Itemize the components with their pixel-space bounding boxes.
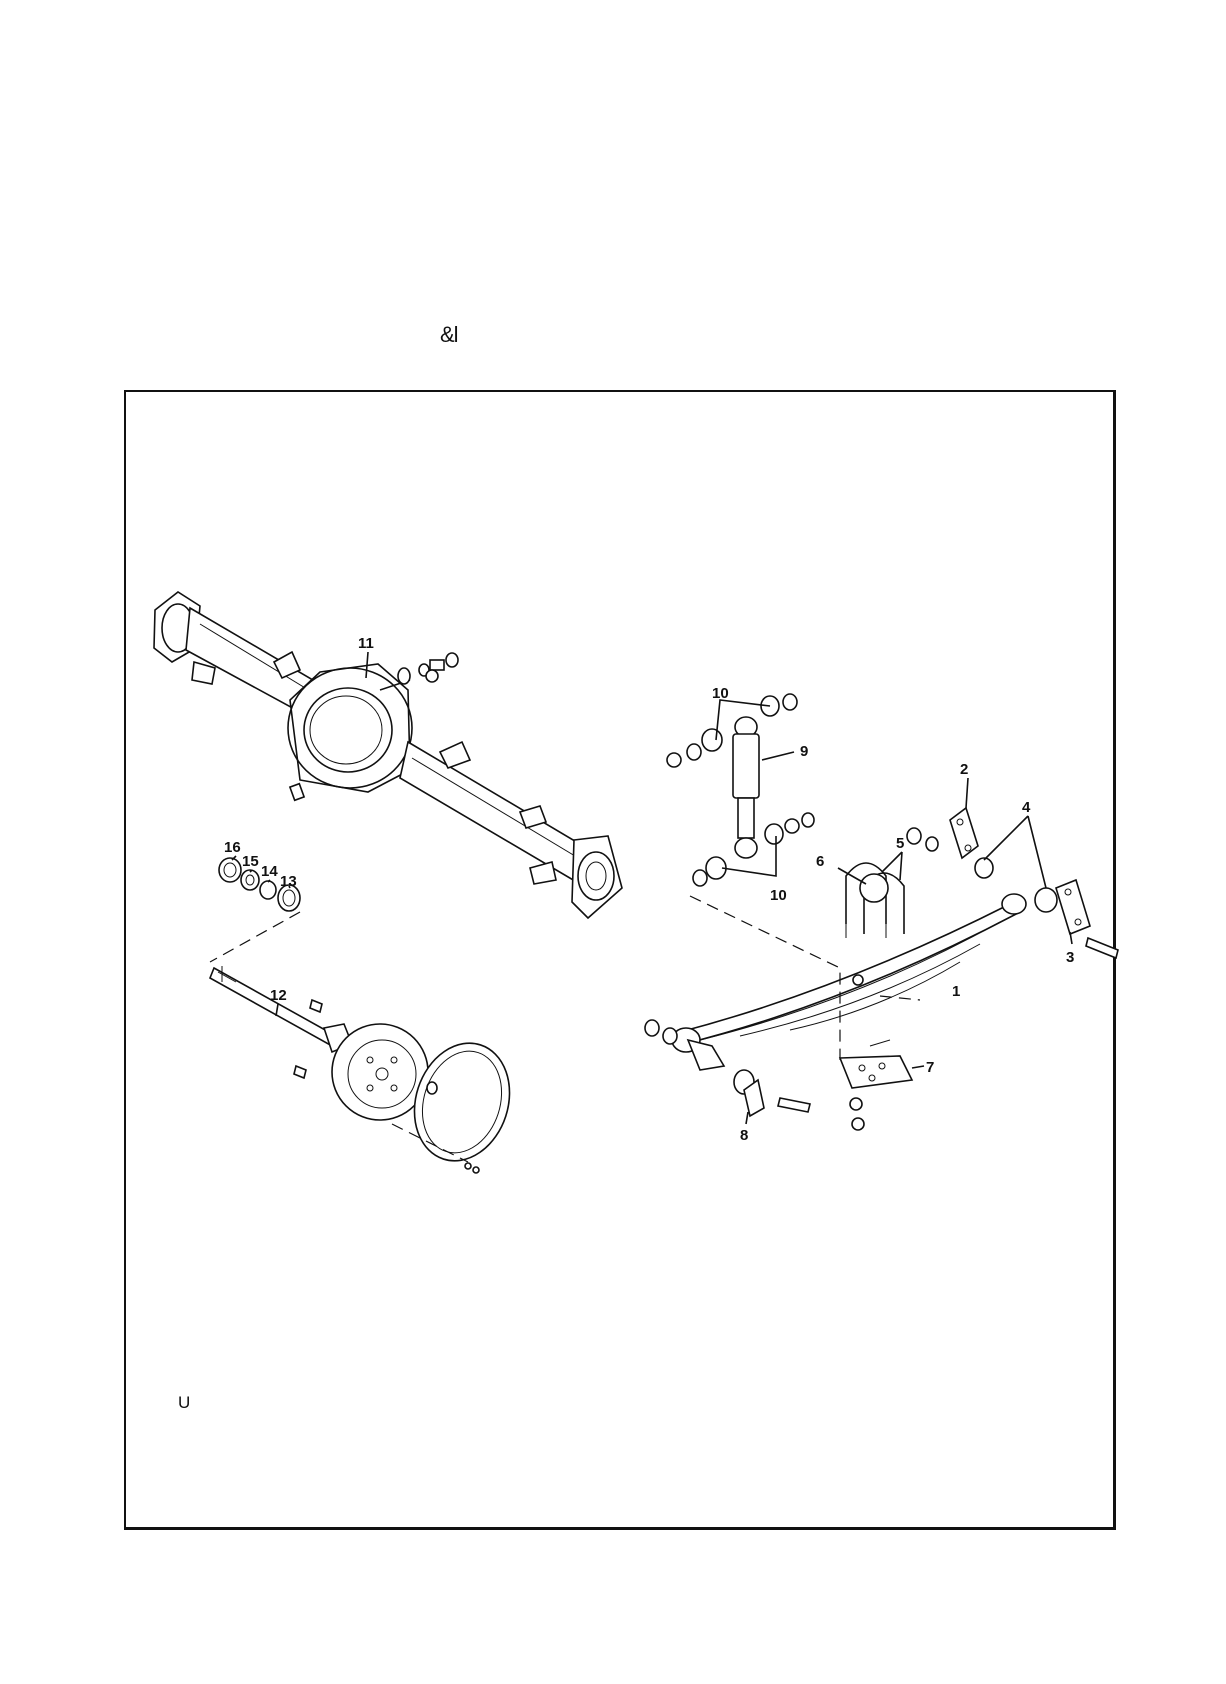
- callout-9: 9: [800, 743, 808, 760]
- callout-8: 8: [740, 1127, 748, 1144]
- u-bolts: [838, 852, 904, 938]
- callout-10-top: 10: [712, 685, 729, 702]
- callout-6: 6: [816, 853, 824, 870]
- callout-12: 12: [270, 987, 287, 1004]
- axle-shaft-group: [210, 858, 524, 1173]
- callout-16: 16: [224, 839, 241, 856]
- callout-5: 5: [896, 835, 904, 852]
- shock-absorber: [667, 694, 814, 886]
- callout-2: 2: [960, 761, 968, 778]
- callout-15: 15: [242, 853, 259, 870]
- callout-11: 11: [358, 635, 374, 652]
- shackle-parts: [907, 778, 1118, 958]
- callout-4: 4: [1022, 799, 1031, 816]
- callout-1: 1: [952, 983, 960, 1000]
- callout-7: 7: [926, 1059, 934, 1076]
- callout-13: 13: [280, 873, 297, 890]
- corner-mark: U: [178, 1393, 190, 1413]
- leaf-spring: [672, 894, 1026, 1060]
- callout-10-bottom: 10: [770, 887, 787, 904]
- callout-14: 14: [261, 863, 278, 880]
- callout-3: 3: [1066, 949, 1074, 966]
